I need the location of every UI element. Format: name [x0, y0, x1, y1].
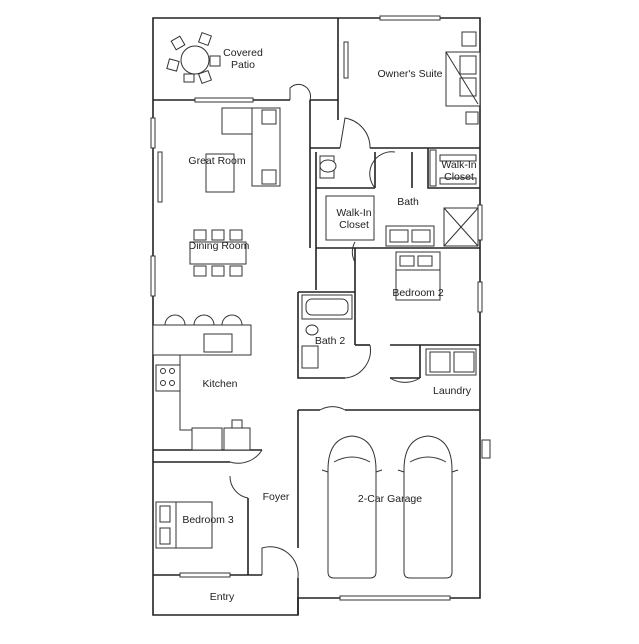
doors	[229, 83, 421, 579]
room-labels: Covered Patio Owner's Suite Great Room W…	[182, 47, 476, 603]
windows	[150, 15, 491, 601]
label-walkin-closet-b-2: Closet	[444, 171, 474, 183]
label-entry: Entry	[210, 591, 235, 603]
label-great-room: Great Room	[188, 155, 245, 167]
label-laundry: Laundry	[433, 385, 472, 397]
fixtures	[152, 31, 481, 579]
label-foyer: Foyer	[263, 491, 290, 503]
label-bath: Bath	[397, 196, 419, 208]
label-walkin-closet-a-1: Walk-In	[336, 207, 371, 219]
label-dining-room: Dining Room	[189, 240, 250, 252]
label-walkin-closet-a-2: Closet	[339, 219, 369, 231]
car-2-icon	[397, 435, 459, 579]
label-bath-2: Bath 2	[315, 335, 346, 347]
label-bedroom-3: Bedroom 3	[182, 514, 234, 526]
label-covered-patio-2: Patio	[231, 59, 255, 71]
label-bedroom-2: Bedroom 2	[392, 287, 444, 299]
label-garage: 2-Car Garage	[358, 493, 422, 505]
label-kitchen: Kitchen	[202, 378, 237, 390]
interior-walls	[153, 18, 480, 615]
label-covered-patio-1: Covered	[223, 47, 263, 59]
car-1-icon	[321, 435, 383, 579]
label-owners-suite: Owner's Suite	[377, 68, 442, 80]
label-walkin-closet-b-1: Walk-In	[441, 159, 476, 171]
